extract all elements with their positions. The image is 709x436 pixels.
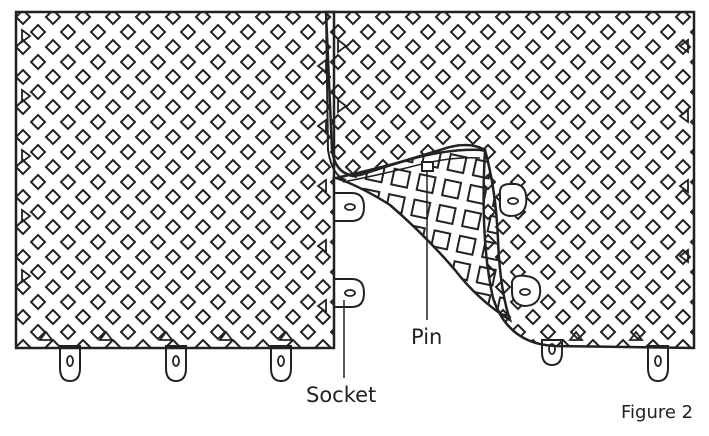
seam-line xyxy=(325,11,347,181)
folded-flap xyxy=(331,148,513,323)
right-tile xyxy=(324,10,696,383)
pin-label: Pin xyxy=(411,325,443,349)
pin-nub xyxy=(421,161,434,172)
left-tile-body xyxy=(14,10,336,350)
right-tile-bottom-tabs xyxy=(541,339,669,383)
socket-label: Socket xyxy=(306,383,377,407)
left-tile xyxy=(14,10,366,383)
left-tile-side-tabs xyxy=(333,192,366,308)
right-tile-side-tabs xyxy=(499,183,542,308)
figure-caption: Figure 2 xyxy=(621,402,694,423)
left-tile-bottom-tabs xyxy=(59,345,292,383)
right-tile-edge-triangles xyxy=(337,38,689,341)
